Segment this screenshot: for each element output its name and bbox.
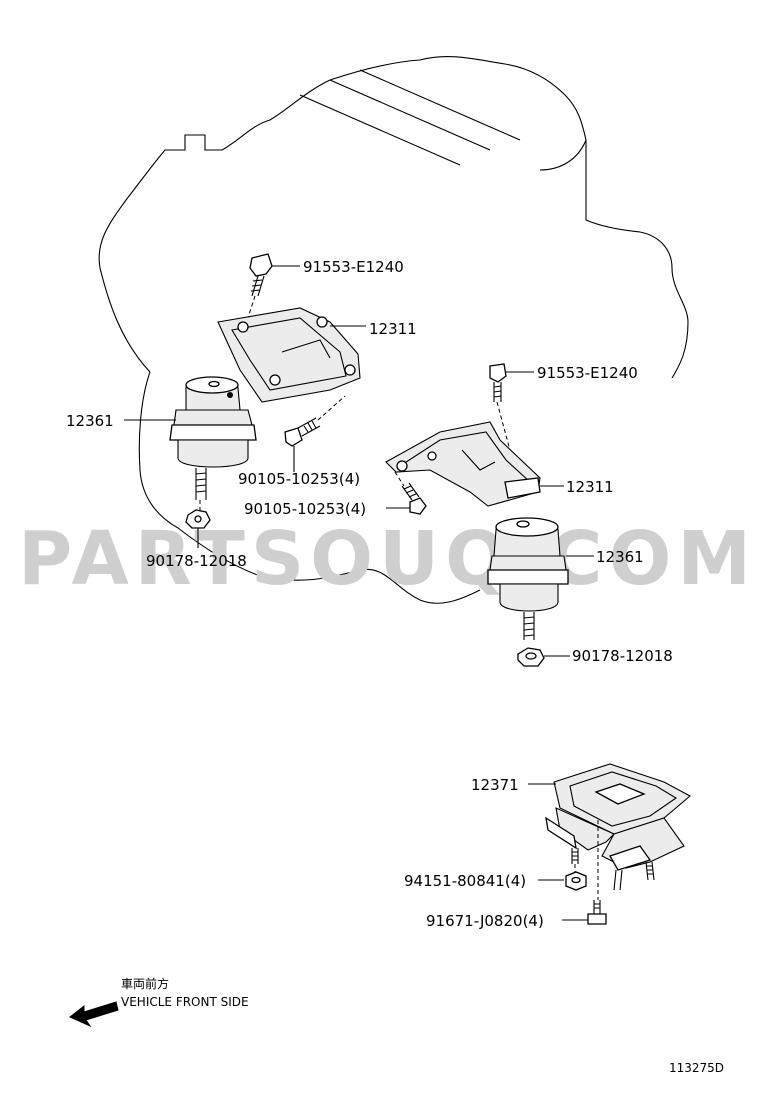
label-nut-left: 90178-12018	[146, 552, 247, 570]
label-bolt-mid-right: 90105-10253(4)	[244, 500, 366, 518]
engine-outline	[98, 56, 689, 604]
direction-english: VEHICLE FRONT SIDE	[121, 995, 249, 1009]
label-rear-bolt: 91671-J0820(4)	[426, 912, 544, 930]
rear-mount	[545, 763, 691, 900]
watermark-text: PARTSOUQ.COM	[18, 516, 757, 602]
bolt-right	[489, 363, 519, 481]
label-bolt-right: 91553-E1240	[537, 364, 638, 382]
label-rear-mount: 12371	[471, 776, 519, 794]
label-bracket-right: 12311	[566, 478, 614, 496]
front-arrow-icon	[69, 1001, 119, 1028]
nut-left	[185, 509, 211, 529]
label-nut-right: 90178-12018	[572, 647, 673, 665]
bolt-mid-right	[394, 471, 427, 515]
label-mount-right: 12361	[596, 548, 644, 566]
diagram-id: 113275D	[669, 1061, 724, 1075]
label-rear-nut: 94151-80841(4)	[404, 872, 526, 890]
bolt-left	[243, 253, 273, 331]
direction-japanese: 車両前方	[121, 976, 169, 991]
rear-bolt	[587, 900, 607, 925]
mount-left	[169, 376, 257, 512]
label-mount-left: 12361	[66, 412, 114, 430]
label-bolt-mid-left: 90105-10253(4)	[238, 470, 360, 488]
nut-right	[517, 647, 545, 667]
label-bracket-left: 12311	[369, 320, 417, 338]
bolt-mid-left	[284, 395, 346, 447]
label-bolt-left: 91553-E1240	[303, 258, 404, 276]
rear-nut	[565, 871, 587, 891]
mount-right	[487, 517, 569, 640]
bracket-right	[385, 421, 541, 507]
bracket-left	[217, 307, 361, 403]
